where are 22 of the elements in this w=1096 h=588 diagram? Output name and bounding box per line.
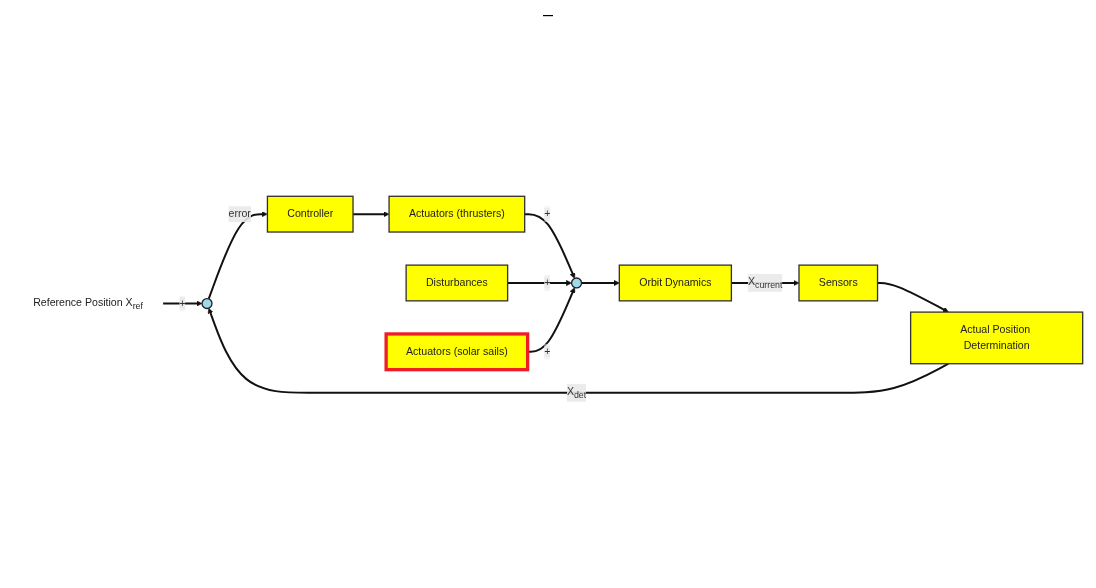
node-box: Controller	[266, 195, 354, 233]
node-box: Orbit Dynamics	[618, 264, 733, 302]
node-box: Actuators (solar sails)	[384, 332, 530, 372]
edge-label: X$_{current}$	[747, 275, 783, 290]
node-circle	[570, 277, 583, 289]
edge-label: +	[544, 276, 551, 289]
arrow	[161, 300, 203, 307]
edge-label: +	[544, 208, 551, 220]
edge-label: +	[544, 345, 551, 358]
sign-label: –	[543, 4, 553, 24]
node-box: Actual Position Determination	[909, 311, 1084, 365]
arrow	[580, 280, 620, 286]
arrow	[207, 307, 950, 394]
edge-label: error	[228, 208, 251, 220]
arrow	[207, 211, 268, 300]
edge-label: X$_{det}$	[566, 385, 587, 400]
node-box: Actuators (thrusters)	[388, 195, 526, 233]
node-text: Reference Position X$_{ref}$	[33, 296, 143, 311]
node-box: Sensors	[798, 264, 879, 302]
edge-label: +	[179, 297, 186, 309]
node-circle	[201, 297, 213, 310]
node-box: Disturbances	[405, 264, 509, 302]
